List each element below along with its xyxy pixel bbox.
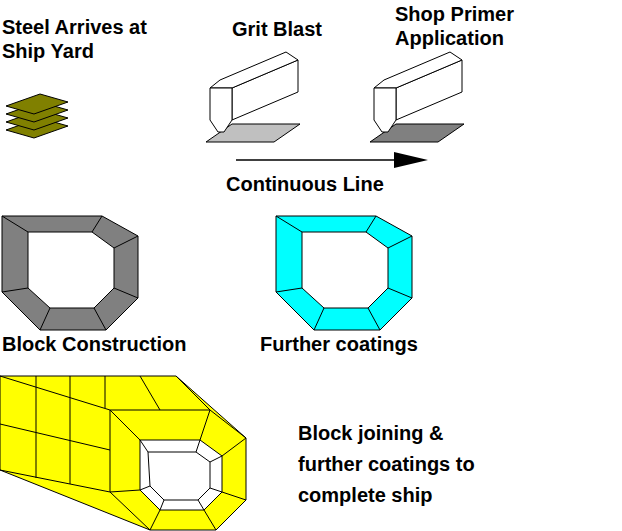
edge [200, 410, 210, 440]
arrow-head [394, 152, 428, 168]
arrow-line [236, 159, 398, 161]
step-label: Further coatings [260, 332, 480, 356]
step-label: Steel Arrives at Ship Yard [2, 15, 157, 63]
inner-edge [140, 486, 150, 490]
machine-top [374, 52, 462, 88]
edge [110, 490, 140, 492]
step-label: Grit Blast [232, 17, 382, 41]
ship-hull [0, 376, 246, 530]
hull-outer [0, 376, 246, 530]
edge [276, 288, 302, 292]
edge [222, 438, 246, 456]
inner-edge [160, 500, 164, 510]
inner-edge [210, 488, 222, 492]
edge [0, 376, 246, 438]
inner-edge [210, 456, 222, 462]
step-label: Block joining & further coatings to comp… [298, 418, 496, 511]
block-opening [302, 232, 388, 308]
edge [176, 376, 210, 410]
block-cyan [276, 216, 412, 330]
step-label: Block Construction [2, 332, 242, 356]
seam [70, 435, 71, 484]
edge [314, 308, 324, 330]
machine-front [210, 88, 232, 132]
edge [0, 470, 110, 492]
edge [388, 288, 412, 298]
seam [36, 376, 37, 424]
flow-arrow [236, 152, 428, 168]
machine-front [374, 88, 396, 132]
edge [110, 410, 140, 440]
seam [140, 376, 160, 410]
grit-blast-machine [206, 52, 300, 142]
edge [368, 308, 380, 330]
arrow-label: Continuous Line [226, 172, 446, 196]
edge [2, 288, 28, 292]
edge [388, 236, 412, 248]
block-opening [28, 232, 114, 308]
edge [276, 216, 302, 232]
edge [40, 308, 50, 330]
edge [222, 492, 246, 500]
seam [70, 376, 71, 435]
block-outer [2, 216, 138, 330]
primer-machine [370, 52, 464, 142]
edge [2, 216, 28, 232]
edge [92, 216, 102, 232]
edge [114, 236, 138, 248]
edge [94, 308, 106, 330]
edge [114, 288, 138, 298]
hull-opening [140, 440, 222, 510]
plate [6, 94, 68, 114]
inner-edge [140, 440, 210, 500]
seam [0, 424, 110, 450]
seam [105, 376, 106, 408]
inner-edge [196, 440, 200, 452]
block-grey [2, 216, 138, 330]
edge [204, 510, 216, 530]
edge [366, 216, 376, 232]
step-label: Shop Primer Application [395, 2, 547, 50]
block-outer [276, 216, 412, 330]
edge [150, 510, 160, 530]
machine-top [210, 52, 298, 88]
inner-edge [198, 500, 204, 510]
steel-plates [6, 94, 68, 138]
